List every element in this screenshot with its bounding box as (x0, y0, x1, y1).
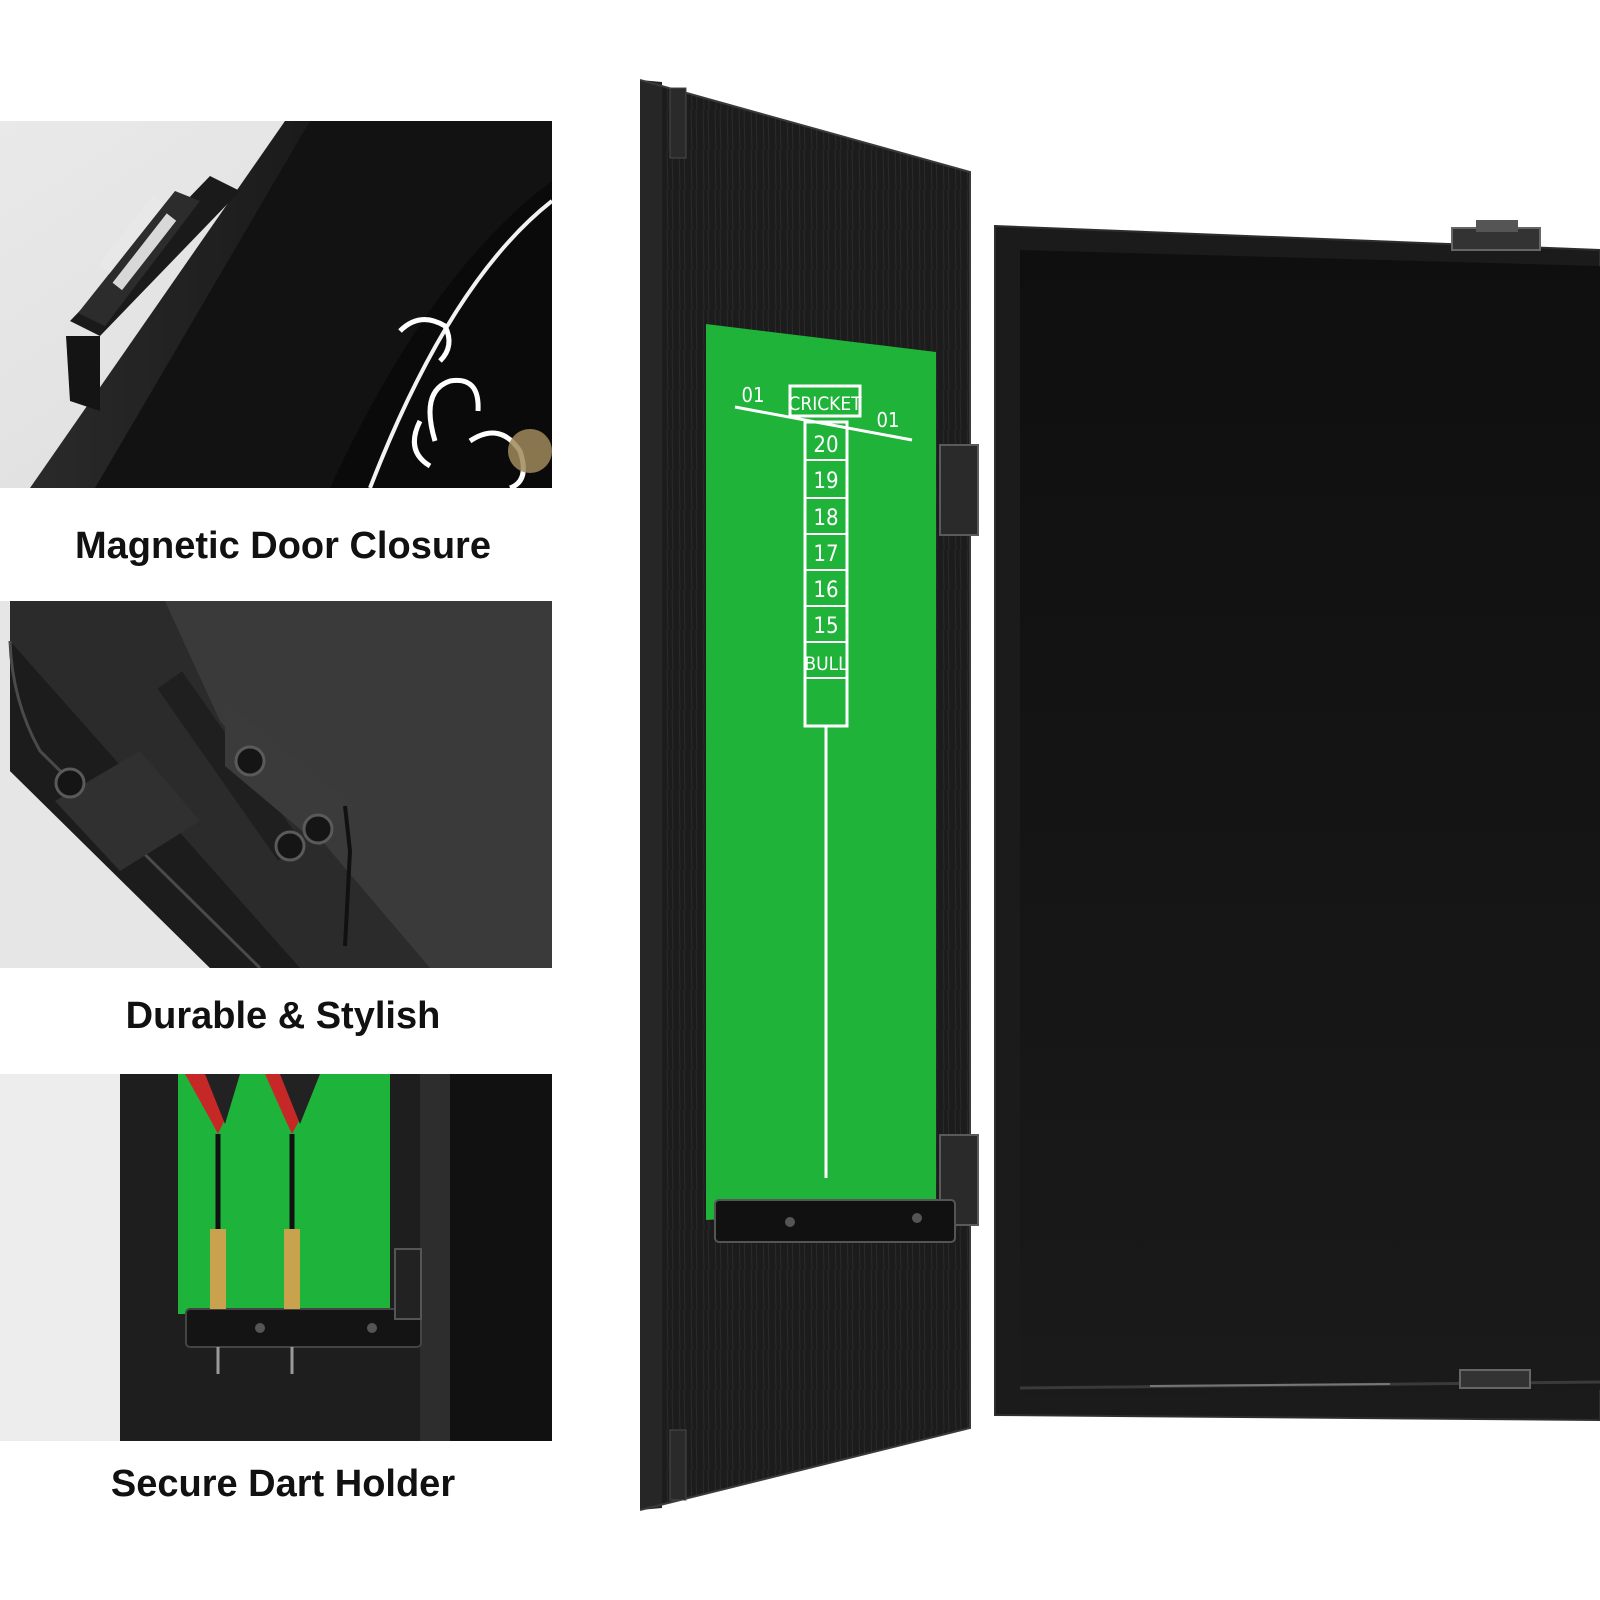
feature-caption-durable: Durable & Stylish (125, 995, 441, 1037)
scoreboard-row: 18 (813, 506, 838, 531)
scoreboard-row: BULL (804, 653, 848, 675)
scoreboard-row: 16 (813, 578, 838, 603)
scoreboard-row: 15 (813, 614, 838, 639)
dart-cabinet-photo: 01 CRICKET 01 20 19 18 17 16 15 BULL (639, 70, 1600, 1520)
magnetic-closure-photo (0, 121, 552, 488)
scoreboard-row: 19 (813, 469, 838, 494)
scoreboard-header-center: CRICKET (788, 393, 862, 415)
hinge-closeup-photo (0, 601, 552, 968)
scoreboard-row: 17 (813, 542, 838, 567)
scoreboard-header-right: 01 (877, 408, 900, 432)
feature-caption-holder: Secure Dart Holder (110, 1463, 456, 1505)
feature-caption-magnetic: Magnetic Door Closure (75, 525, 491, 567)
scoreboard-panel (706, 324, 936, 1220)
scoreboard-header-left: 01 (742, 383, 765, 407)
dart-holder-bar (714, 1199, 956, 1243)
dart-holder-photo (0, 1074, 552, 1441)
scoreboard-row: 20 (813, 433, 838, 458)
